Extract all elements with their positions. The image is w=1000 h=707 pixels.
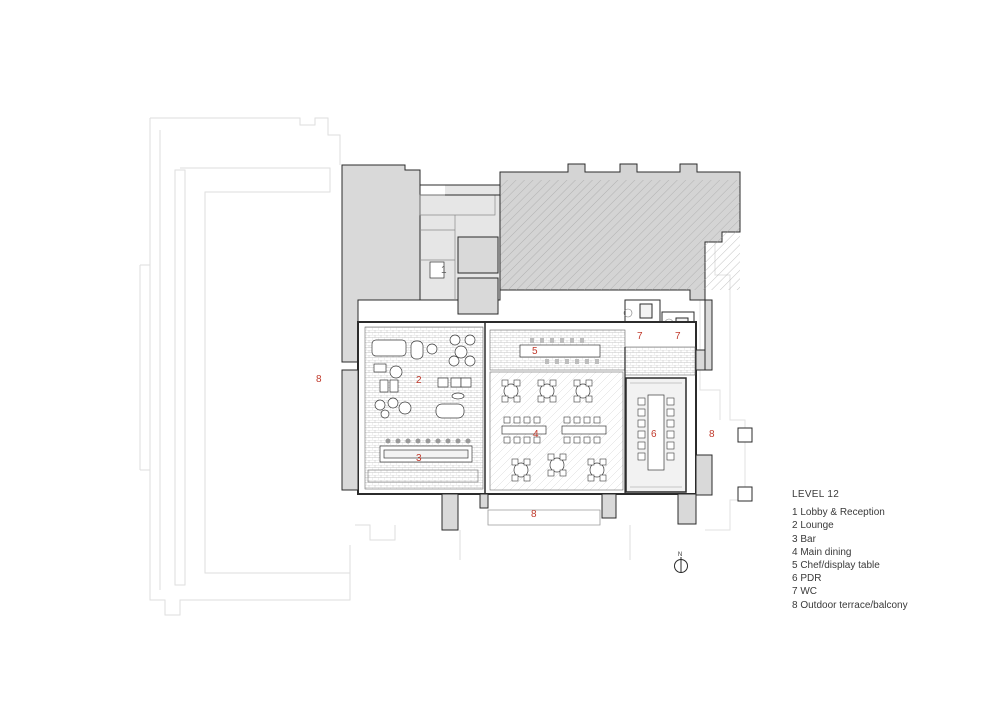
room-label-terrace-east: 8 [709,429,715,440]
legend-item: 7 WC [792,586,817,598]
legend-item: 5 Chef/display table [792,560,880,572]
context-building-outline [139,117,631,616]
room-label-main-dining: 4 [533,429,539,440]
room-label-lounge: 2 [416,375,422,386]
room-label-lobby: 1 [441,265,447,276]
pdr-table [637,394,675,471]
room-label-terrace-west: 8 [316,374,322,385]
core-walls [341,163,741,363]
room-label-terrace-south: 8 [531,509,537,520]
room-label-wc-a: 7 [637,331,643,342]
legend-item: 6 PDR [792,573,822,585]
north-arrow-icon: N [674,552,688,573]
plan-legend: LEVEL 12 1 Lobby & Reception 2 Lounge 3 … [792,488,908,612]
legend-item: 3 Bar [792,533,816,545]
bar-counter [367,438,479,483]
room-label-wc-b: 7 [675,331,681,342]
room-label-chef-table: 5 [532,346,538,357]
facade-columns [341,299,753,531]
north-arrow-label: N [678,552,682,558]
level-title: LEVEL 12 [792,489,840,500]
legend-item: 4 Main dining [792,546,852,558]
lounge-furniture [371,334,476,419]
room-label-pdr: 6 [651,429,657,440]
legend-item: 2 Lounge [792,520,834,532]
room-label-bar: 3 [416,453,422,464]
legend-item: 8 Outdoor terrace/balcony [792,599,908,611]
room-number-labels: 1 2 3 4 5 6 7 7 8 8 8 [316,265,715,520]
chef-display-table [519,338,601,364]
main-dining-tables [501,379,607,482]
round-table-group [503,383,605,478]
legend-item: 1 Lobby & Reception [792,507,885,519]
